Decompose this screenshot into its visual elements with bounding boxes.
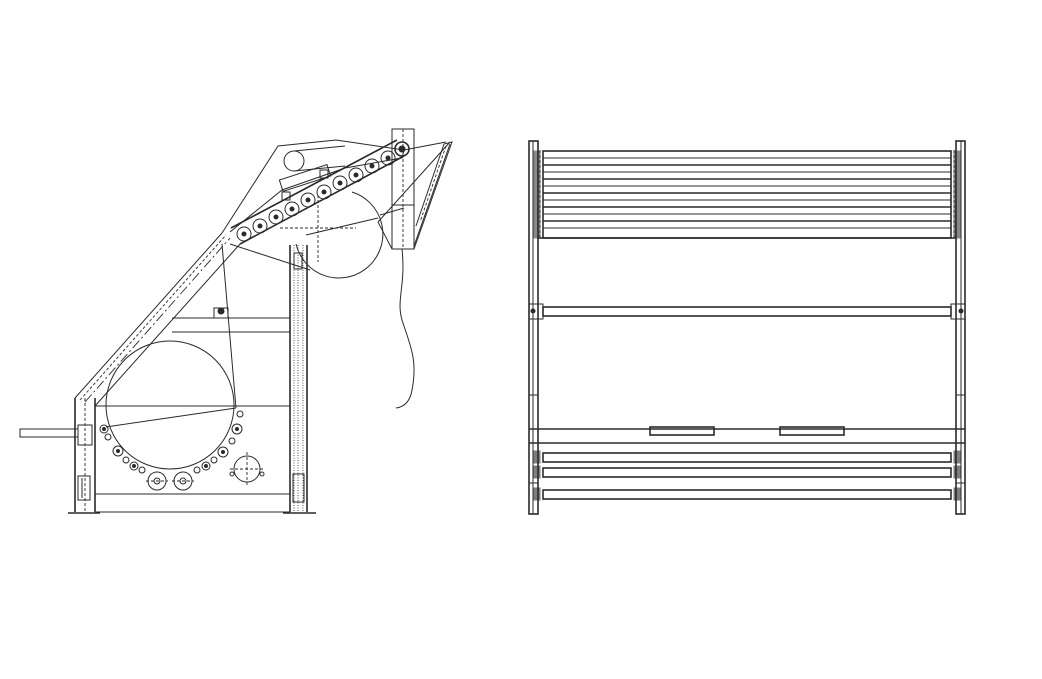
front-elevation-view — [528, 140, 966, 515]
right-post — [283, 245, 316, 514]
feed-chute — [377, 128, 453, 409]
front-conveyor-rollers — [533, 150, 961, 239]
side-elevation-view — [19, 128, 453, 514]
inclined-arm — [74, 232, 241, 407]
drum-rollers — [99, 410, 265, 491]
conveyor-rollers — [236, 141, 410, 242]
frame-crossbars — [95, 307, 290, 513]
front-lower-table — [529, 394, 965, 444]
front-middle-roller — [528, 303, 966, 333]
main-drum — [105, 243, 311, 470]
spiked-roller-conveyor — [230, 139, 410, 245]
front-bottom-rollers — [529, 450, 965, 501]
upper-drum — [280, 191, 384, 279]
infeed-table — [19, 428, 79, 438]
left-leg — [68, 398, 100, 514]
